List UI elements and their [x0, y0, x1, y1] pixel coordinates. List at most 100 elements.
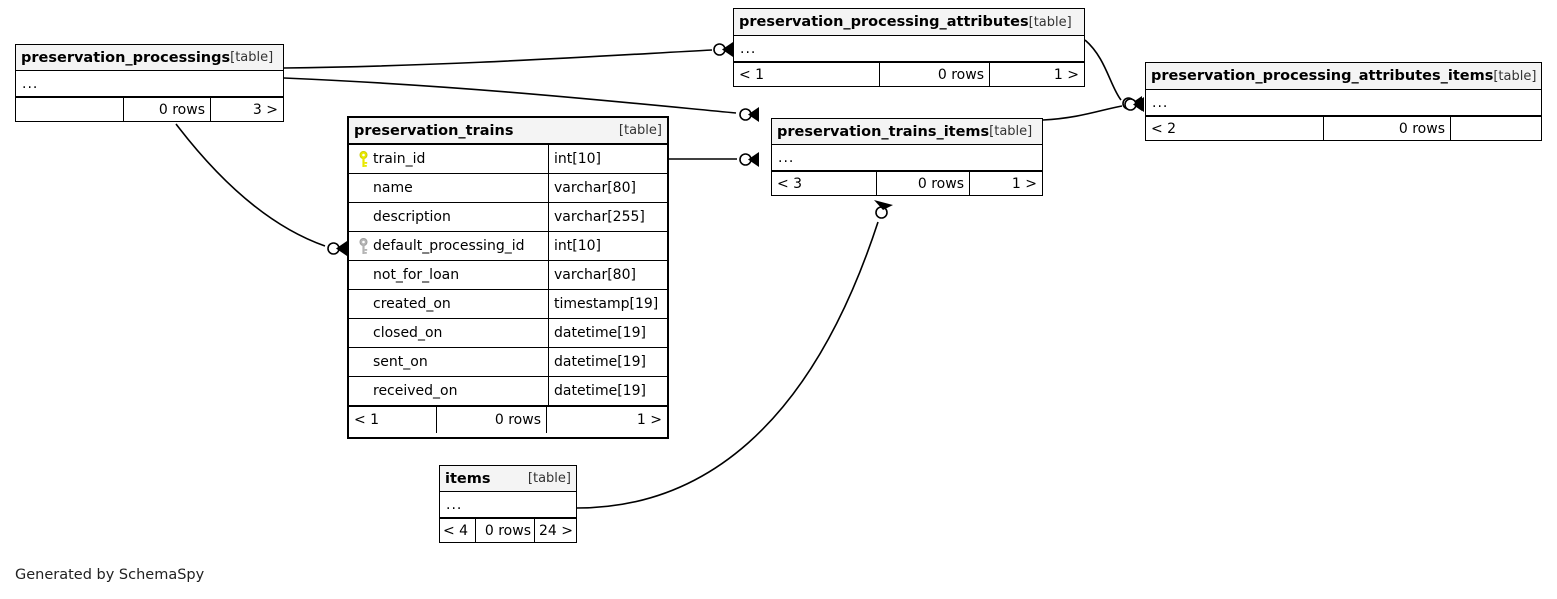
column-name: default_processing_id — [373, 238, 525, 254]
table-column-list: train_id int[10] name varchar[80] descri… — [349, 145, 667, 406]
column-name-cell: sent_on — [349, 348, 549, 376]
table-row[interactable]: name varchar[80] — [349, 174, 667, 203]
table-row[interactable]: received_on datetime[19] — [349, 377, 667, 406]
footer-parents: < 1 — [349, 407, 437, 433]
table-row[interactable]: created_on timestamp[19] — [349, 290, 667, 319]
edge-processings-to-trains — [175, 123, 347, 256]
table-title: preservation_trains_items[table] — [772, 119, 1042, 145]
table-footer: < 2 0 rows — [1146, 116, 1541, 140]
footer-rowcount: 0 rows — [437, 407, 547, 433]
table-columns-collapsed: ... — [16, 71, 283, 97]
column-type: datetime[19] — [554, 325, 646, 341]
ellipsis-label: ... — [778, 149, 795, 166]
table-tag: [table] — [1028, 14, 1072, 30]
footer-parents — [16, 98, 124, 121]
table-row[interactable]: sent_on datetime[19] — [349, 348, 667, 377]
table-row[interactable]: default_processing_id int[10] — [349, 232, 667, 261]
yellow-key-icon — [353, 150, 373, 168]
footer-rowcount: 0 rows — [476, 519, 535, 542]
footer-children: 24 > — [539, 522, 573, 539]
column-name-cell: not_for_loan — [349, 261, 549, 289]
footer-children: 1 > — [1011, 175, 1037, 192]
column-name: name — [373, 180, 413, 196]
table-footer: < 1 0 rows 1 > — [734, 62, 1084, 86]
footer-rowcount: 0 rows — [124, 98, 211, 121]
footer-rowcount: 0 rows — [1324, 117, 1451, 140]
table-tag: [table] — [1493, 68, 1537, 84]
table-name: items — [445, 470, 491, 487]
column-name: train_id — [373, 151, 426, 167]
table-preservation-processings[interactable]: preservation_processings[table] ... 0 ro… — [15, 44, 284, 122]
footer-parents: < 4 — [440, 519, 476, 542]
gray-key-icon — [353, 237, 373, 255]
table-name: preservation_processing_attributes — [739, 14, 1029, 30]
table-columns-collapsed: ... — [1146, 90, 1541, 116]
footer-parents: < 1 — [734, 63, 880, 86]
table-row[interactable]: closed_on datetime[19] — [349, 319, 667, 348]
table-columns-collapsed: ... — [772, 145, 1042, 171]
table-preservation-processing-attributes-items[interactable]: preservation_processing_attributes_items… — [1145, 62, 1542, 141]
edge-processing-attributes-to-attributes-items — [1084, 39, 1142, 111]
column-name-cell: name — [349, 174, 549, 202]
column-type: int[10] — [554, 151, 601, 167]
column-name: description — [373, 209, 451, 225]
table-preservation-trains[interactable]: preservation_trains[table] train_ — [347, 116, 669, 439]
column-name-cell: description — [349, 203, 549, 231]
table-footer: < 4 0 rows 24 > — [440, 518, 576, 542]
column-name: not_for_loan — [373, 267, 460, 283]
table-preservation-processing-attributes[interactable]: preservation_processing_attributes[table… — [733, 8, 1085, 87]
ellipsis-label: ... — [22, 75, 39, 92]
column-name-cell: received_on — [349, 377, 549, 405]
column-type: datetime[19] — [554, 354, 646, 370]
table-name: preservation_processings — [21, 49, 231, 66]
column-type: varchar[80] — [554, 267, 636, 283]
table-name: preservation_trains_items — [777, 123, 990, 140]
column-name: closed_on — [373, 325, 443, 341]
footer-children: 1 > — [1053, 66, 1079, 83]
edge-trains-items-to-attributes-items — [1042, 97, 1144, 121]
column-name-cell: train_id — [349, 145, 549, 173]
table-title: items [table] — [440, 466, 576, 492]
footer-rowcount: 0 rows — [880, 63, 990, 86]
column-name-cell: created_on — [349, 290, 549, 318]
table-row[interactable]: train_id int[10] — [349, 145, 667, 174]
footer-children: 1 > — [636, 412, 662, 428]
footer-children: 3 > — [252, 101, 278, 118]
table-name: preservation_processing_attributes_items — [1151, 68, 1494, 84]
table-footer: 0 rows 3 > — [16, 97, 283, 121]
table-tag: [table] — [230, 50, 274, 65]
table-row[interactable]: description varchar[255] — [349, 203, 667, 232]
generated-by-note: Generated by SchemaSpy — [15, 567, 205, 583]
table-items[interactable]: items [table] ... < 4 0 rows 24 > — [439, 465, 577, 543]
table-footer: < 3 0 rows 1 > — [772, 171, 1042, 195]
column-name-cell: default_processing_id — [349, 232, 549, 260]
table-title: preservation_processing_attributes_items… — [1146, 63, 1541, 90]
table-columns-collapsed: ... — [440, 492, 576, 518]
table-columns-collapsed: ... — [734, 36, 1084, 62]
ellipsis-label: ... — [740, 40, 757, 57]
footer-children — [1451, 117, 1541, 140]
column-name-cell: closed_on — [349, 319, 549, 347]
column-name: sent_on — [373, 354, 428, 370]
table-title: preservation_processing_attributes[table… — [734, 9, 1084, 36]
column-type: timestamp[19] — [554, 296, 659, 312]
column-type: int[10] — [554, 238, 601, 254]
table-tag: [table] — [989, 124, 1033, 139]
table-row[interactable]: not_for_loan varchar[80] — [349, 261, 667, 290]
ellipsis-label: ... — [446, 496, 463, 513]
footer-parents: < 3 — [772, 172, 877, 195]
table-tag: [table] — [618, 123, 662, 138]
column-name: received_on — [373, 383, 458, 399]
footer-parents: < 2 — [1146, 117, 1324, 140]
column-type: varchar[80] — [554, 180, 636, 196]
edge-trains-to-trains-items — [669, 152, 759, 167]
column-type: datetime[19] — [554, 383, 646, 399]
edge-processings-to-processing-attributes — [283, 42, 733, 69]
table-name: preservation_trains — [354, 122, 514, 139]
ellipsis-label: ... — [1152, 94, 1169, 111]
table-title: preservation_processings[table] — [16, 45, 283, 71]
table-preservation-trains-items[interactable]: preservation_trains_items[table] ... < 3… — [771, 118, 1043, 196]
table-tag: [table] — [527, 471, 571, 486]
table-footer: < 1 0 rows 1 > — [349, 406, 667, 433]
